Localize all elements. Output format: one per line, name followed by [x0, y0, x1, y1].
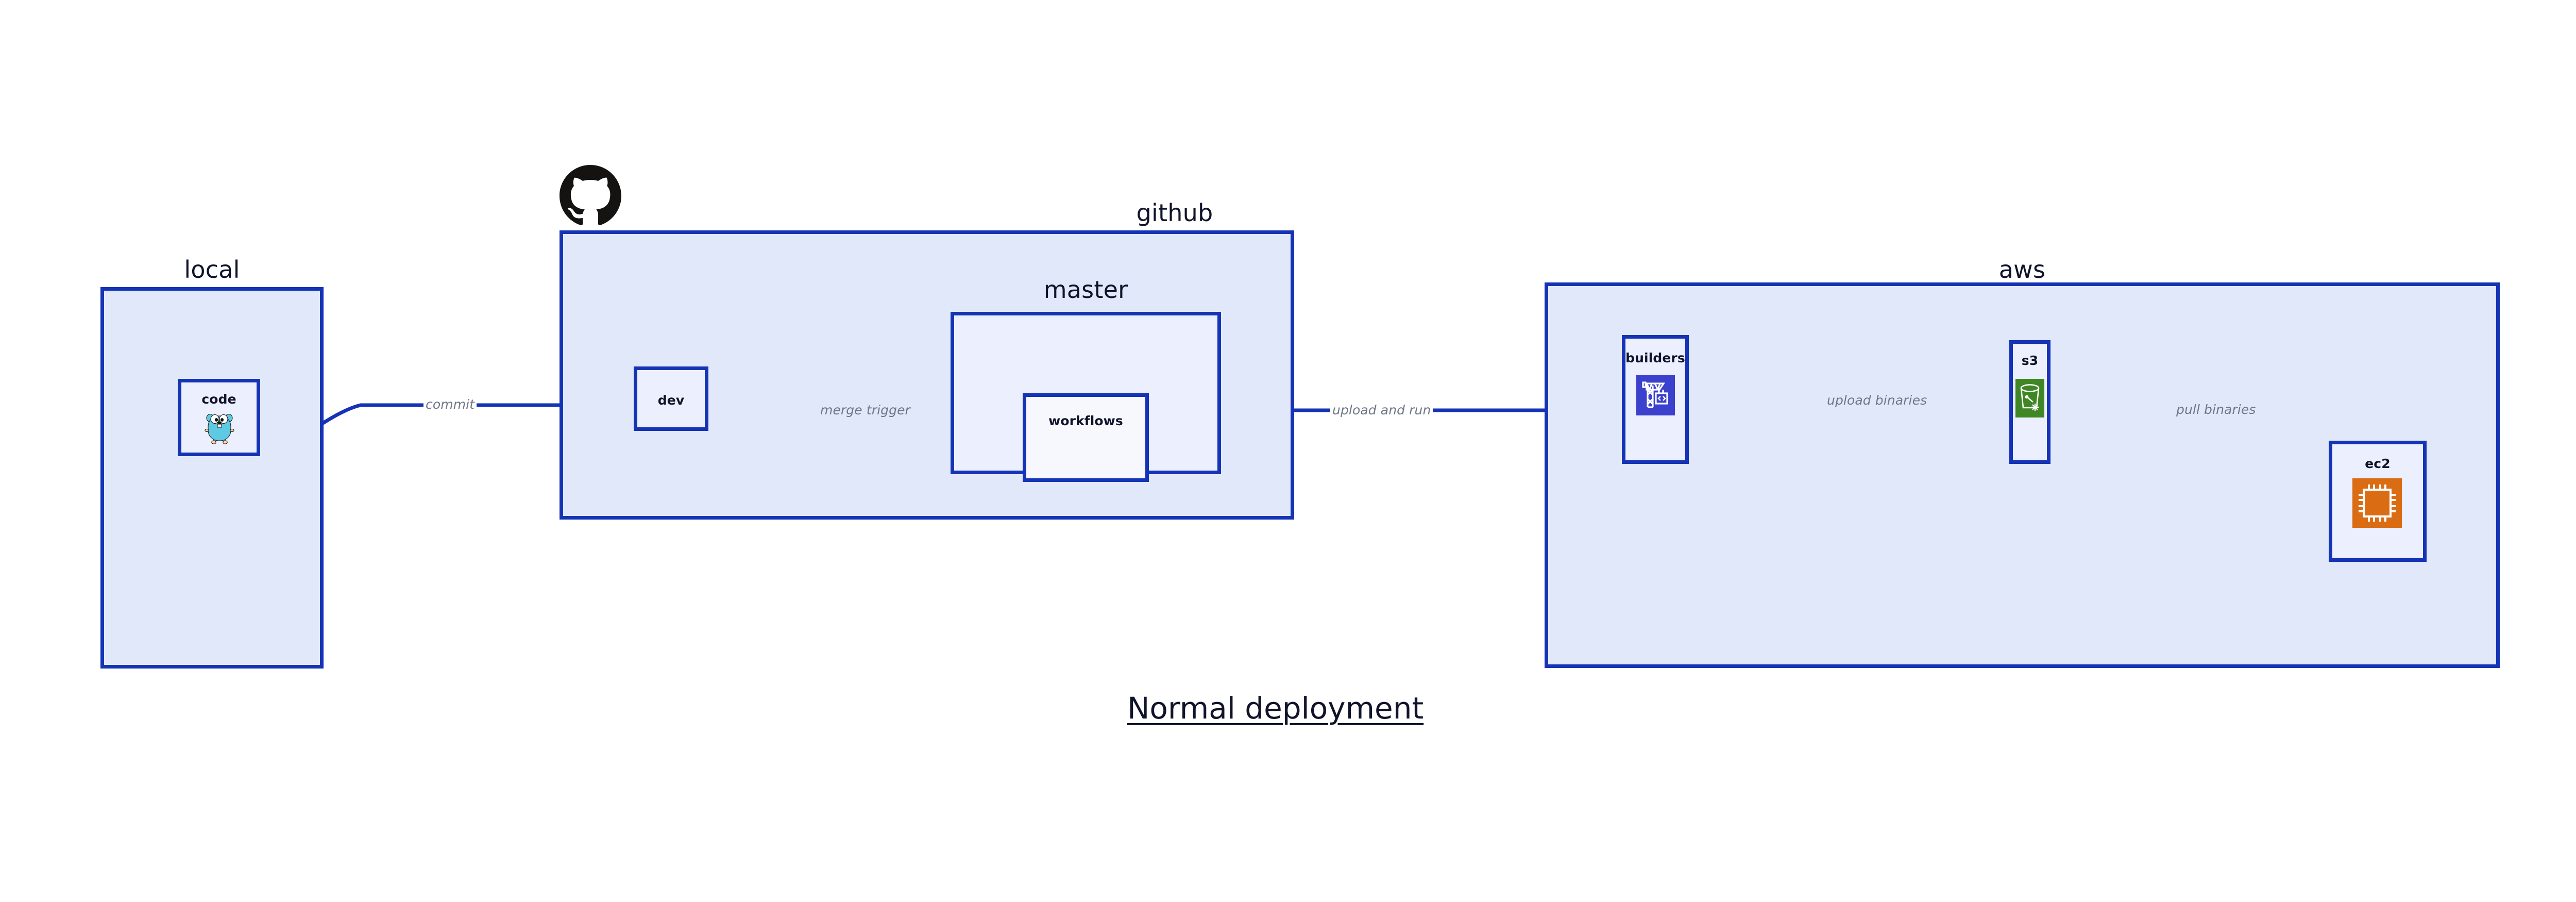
- edge-label-upload-and-run: upload and run: [1330, 403, 1433, 417]
- group-label-github: github: [1136, 199, 1213, 227]
- node-label-workflows: workflows: [1048, 413, 1123, 428]
- edge-label-upload-binaries: upload binaries: [1825, 393, 1929, 408]
- group-label-local: local: [184, 256, 240, 283]
- node-code[interactable]: [178, 379, 260, 456]
- node-label-builders: builders: [1625, 350, 1685, 365]
- edge-label-commit: commit: [423, 397, 477, 412]
- group-label-master: master: [1043, 276, 1128, 304]
- node-workflows[interactable]: [1023, 393, 1149, 482]
- aws-s3-glacier-icon: [2015, 379, 2044, 417]
- node-label-s3: s3: [2021, 353, 2039, 368]
- group-local[interactable]: [100, 287, 324, 669]
- node-dev[interactable]: [634, 366, 708, 431]
- github-octocat-icon: [560, 165, 621, 226]
- node-label-dev: dev: [657, 393, 685, 408]
- aws-ec2-icon: [2352, 478, 2402, 528]
- edge-label-merge-trigger: merge trigger: [818, 403, 912, 417]
- diagram-title: Normal deployment: [1127, 691, 1424, 726]
- aws-codebuild-icon: [1636, 375, 1675, 415]
- node-label-code: code: [201, 392, 236, 407]
- node-label-ec2: ec2: [2365, 456, 2391, 471]
- go-gopher-icon: [205, 413, 234, 444]
- group-label-aws: aws: [1998, 256, 2046, 283]
- edge-label-pull-binaries: pull binaries: [2174, 402, 2258, 417]
